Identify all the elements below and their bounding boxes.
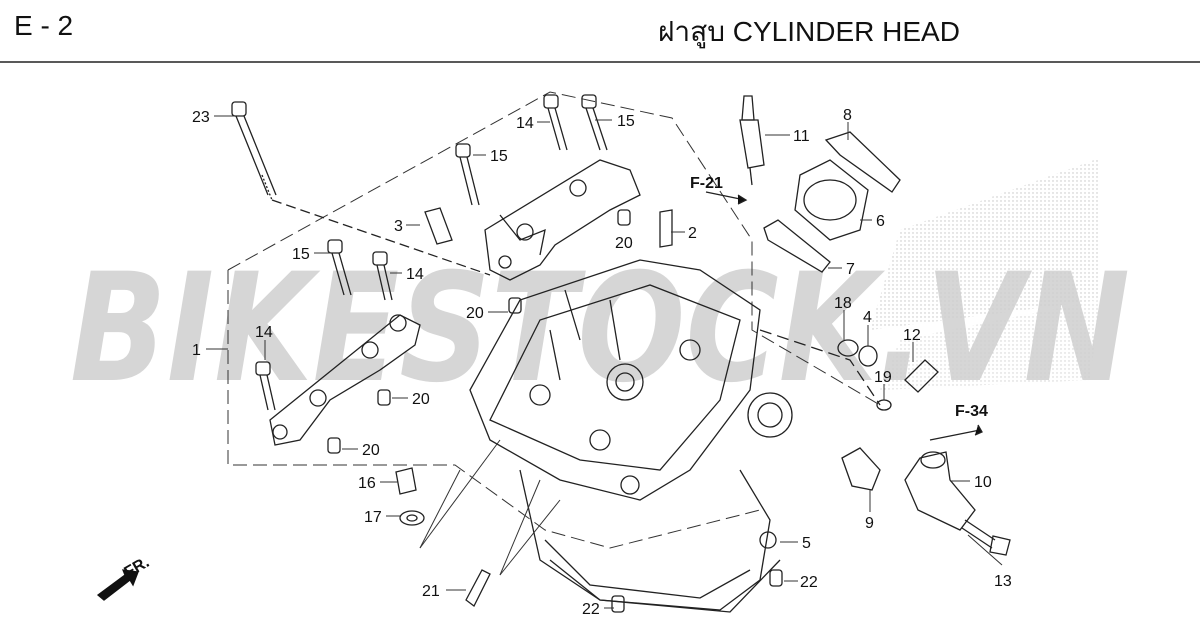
callout-17: 17: [364, 509, 382, 526]
hose-band-7: [763, 219, 831, 273]
bolt-23: [231, 101, 491, 276]
dowel-pins: [327, 209, 631, 454]
wing-logo-pattern: [870, 158, 1100, 390]
callout-6: 6: [876, 213, 885, 230]
camshaft-holder-upper: [484, 159, 641, 281]
callout-5: 5: [802, 535, 811, 552]
stud-bolt-21: [465, 569, 491, 607]
callout-15: 15: [292, 246, 310, 263]
callout-22: 22: [800, 574, 818, 591]
callout-20: 20: [412, 391, 430, 408]
callout-4: 4: [863, 309, 872, 326]
callout-19: 19: [874, 369, 892, 386]
bolt-13: [961, 519, 1011, 556]
callout-21: 21: [422, 583, 440, 600]
callout-18: 18: [834, 295, 852, 312]
callout-2: 2: [688, 225, 697, 242]
cylinder-head-body: [469, 259, 881, 611]
callout-1: 1: [192, 342, 201, 359]
callout-16: 16: [358, 475, 376, 492]
valve-guides: [424, 207, 673, 248]
callout-13: 13: [994, 573, 1012, 590]
callout-14: 14: [406, 266, 424, 283]
callout-labels: 23 14 15 15 11 8 3 20 2 6 15 14 7 20 18 …: [192, 107, 1012, 618]
callout-10: 10: [974, 474, 992, 491]
watermark-text-left: BIKESTOCK.VN: [70, 242, 1130, 416]
callout-14: 14: [255, 324, 273, 341]
callout-14: 14: [516, 115, 534, 132]
callout-20: 20: [615, 235, 633, 252]
callout-15: 15: [490, 148, 508, 165]
watermark: BIKESTOCK.VN: [70, 242, 1130, 416]
reference-arrows: [705, 191, 983, 441]
callout-20: 20: [466, 305, 484, 322]
head-gasket: [549, 559, 781, 613]
intake-insulator: [794, 159, 869, 241]
nut-washer: [395, 467, 425, 526]
camshaft-holder-lower: [269, 314, 421, 446]
assembly-outline: [227, 91, 881, 549]
callout-7: 7: [846, 261, 855, 278]
spark-plug: [739, 95, 765, 186]
hose-band-8: [824, 131, 901, 193]
callout-12: 12: [903, 327, 921, 344]
callout-20: 20: [362, 442, 380, 459]
callout-3: 3: [394, 218, 403, 235]
callout-22: 22: [582, 601, 600, 618]
holder-bolts: [255, 94, 608, 411]
callout-9: 9: [865, 515, 874, 532]
dowels-22: [611, 569, 783, 613]
fr-arrow: [96, 569, 139, 601]
reference-f21: F-21: [690, 175, 723, 192]
callout-11: 11: [793, 128, 810, 145]
reference-f34: F-34: [955, 403, 988, 420]
callout-15: 15: [617, 113, 635, 130]
section-code: E - 2: [14, 10, 74, 41]
leader-lines: [206, 115, 1003, 609]
water-joint: [841, 447, 976, 531]
callout-8: 8: [843, 107, 852, 124]
callout-23: 23: [192, 109, 210, 126]
part-linework: [96, 94, 1011, 613]
page-title: ฝาสูบ CYLINDER HEAD: [658, 16, 960, 47]
